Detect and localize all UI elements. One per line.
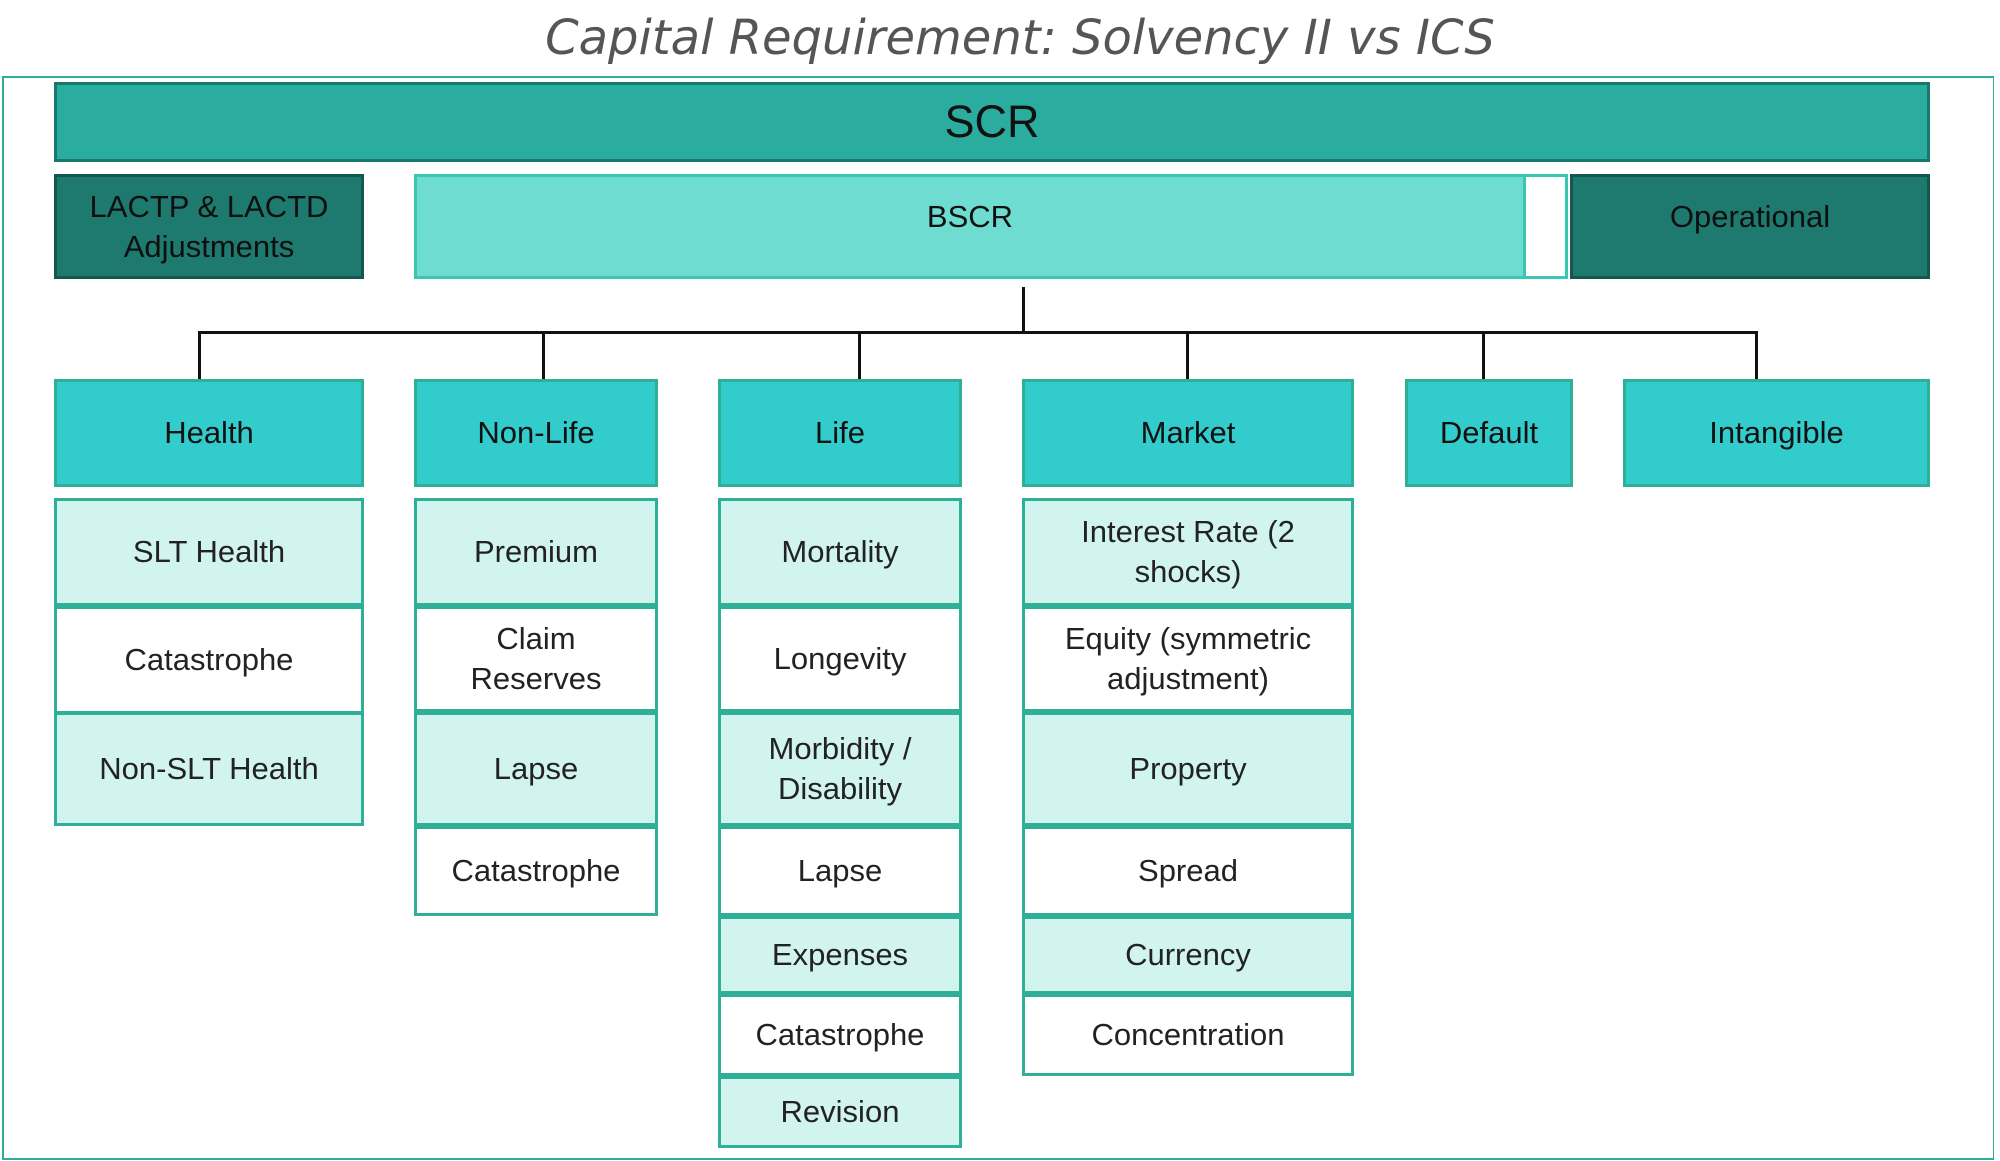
sub-risk-market: Spread xyxy=(1022,826,1354,916)
sub-risk-market: Currency xyxy=(1022,916,1354,994)
sub-risk-label: Morbidity / Disability xyxy=(768,731,912,806)
bscr-label: BSCR xyxy=(926,199,1014,234)
sub-risk-market: Interest Rate (2 shocks) xyxy=(1022,498,1354,606)
operational-box: Operational xyxy=(1570,174,1930,279)
category-market: Market xyxy=(1022,379,1354,487)
category-label: Non-Life xyxy=(477,415,595,451)
category-label: Intangible xyxy=(1709,415,1844,451)
sub-risk-health: Catastrophe xyxy=(54,606,364,714)
sub-risk-label: Interest Rate (2 shocks) xyxy=(1081,514,1295,589)
category-label: Market xyxy=(1140,415,1236,451)
sub-risk-health: SLT Health xyxy=(54,498,364,606)
connector-bus xyxy=(198,331,1758,334)
sub-risk-life: Expenses xyxy=(718,916,962,994)
sub-risk-label: Premium xyxy=(473,534,598,570)
scr-box: SCR xyxy=(54,82,1930,162)
category-intangible: Intangible xyxy=(1623,379,1930,487)
sub-risk-label: Currency xyxy=(1125,937,1251,973)
sub-risk-life: Mortality xyxy=(718,498,962,606)
sub-risk-market: Concentration xyxy=(1022,994,1354,1076)
sub-risk-label: Non-SLT Health xyxy=(99,751,319,787)
sub-risk-label: Catastrophe xyxy=(755,1017,925,1053)
category-default: Default xyxy=(1405,379,1573,487)
category-label: Life xyxy=(815,415,865,451)
connector-drop xyxy=(1755,331,1758,379)
sub-risk-life: Catastrophe xyxy=(718,994,962,1076)
sub-risk-label: Spread xyxy=(1138,853,1238,889)
sub-risk-non-life: Lapse xyxy=(414,712,658,826)
diagram-title: Capital Requirement: Solvency II vs ICS xyxy=(545,10,1495,66)
sub-risk-label: Lapse xyxy=(493,751,579,787)
category-non-life: Non-Life xyxy=(414,379,658,487)
category-label: Default xyxy=(1439,415,1539,451)
connector-drop xyxy=(858,331,861,379)
sub-risk-non-life: Catastrophe xyxy=(414,826,658,916)
connector-drop xyxy=(198,331,201,379)
sub-risk-label: Property xyxy=(1129,751,1247,787)
sub-risk-health: Non-SLT Health xyxy=(54,712,364,826)
sub-risk-label: Expenses xyxy=(771,937,909,973)
sub-risk-life: Morbidity / Disability xyxy=(718,712,962,826)
sub-risk-label: Lapse xyxy=(797,853,883,889)
sub-risk-life: Revision xyxy=(718,1076,962,1148)
sub-risk-market: Property xyxy=(1022,712,1354,826)
sub-risk-label: Claim Reserves xyxy=(470,621,602,696)
sub-risk-label: Mortality xyxy=(781,534,899,570)
sub-risk-life: Lapse xyxy=(718,826,962,916)
category-life: Life xyxy=(718,379,962,487)
bscr-fill xyxy=(417,177,1526,276)
diagram-frame xyxy=(2,76,1994,1160)
lactp-lactd-adjustments-box: LACTP & LACTD Adjustments xyxy=(54,174,364,279)
connector-drop xyxy=(1186,331,1189,379)
sub-risk-label: Equity (symmetric adjustment) xyxy=(1064,621,1312,696)
sub-risk-label: Concentration xyxy=(1091,1017,1285,1053)
sub-risk-label: Catastrophe xyxy=(451,853,621,889)
sub-risk-label: SLT Health xyxy=(132,534,286,570)
category-health: Health xyxy=(54,379,364,487)
connector-drop xyxy=(1482,331,1485,379)
sub-risk-market: Equity (symmetric adjustment) xyxy=(1022,606,1354,712)
sub-risk-non-life: Claim Reserves xyxy=(414,606,658,712)
connector-drop xyxy=(542,331,545,379)
bscr-box: BSCR xyxy=(414,174,1568,279)
sub-risk-label: Catastrophe xyxy=(124,642,294,678)
connector-trunk xyxy=(1022,287,1025,333)
sub-risk-life: Longevity xyxy=(718,606,962,712)
sub-risk-label: Longevity xyxy=(773,641,907,677)
category-label: Health xyxy=(164,415,254,451)
sub-risk-label: Revision xyxy=(780,1094,900,1130)
sub-risk-non-life: Premium xyxy=(414,498,658,606)
